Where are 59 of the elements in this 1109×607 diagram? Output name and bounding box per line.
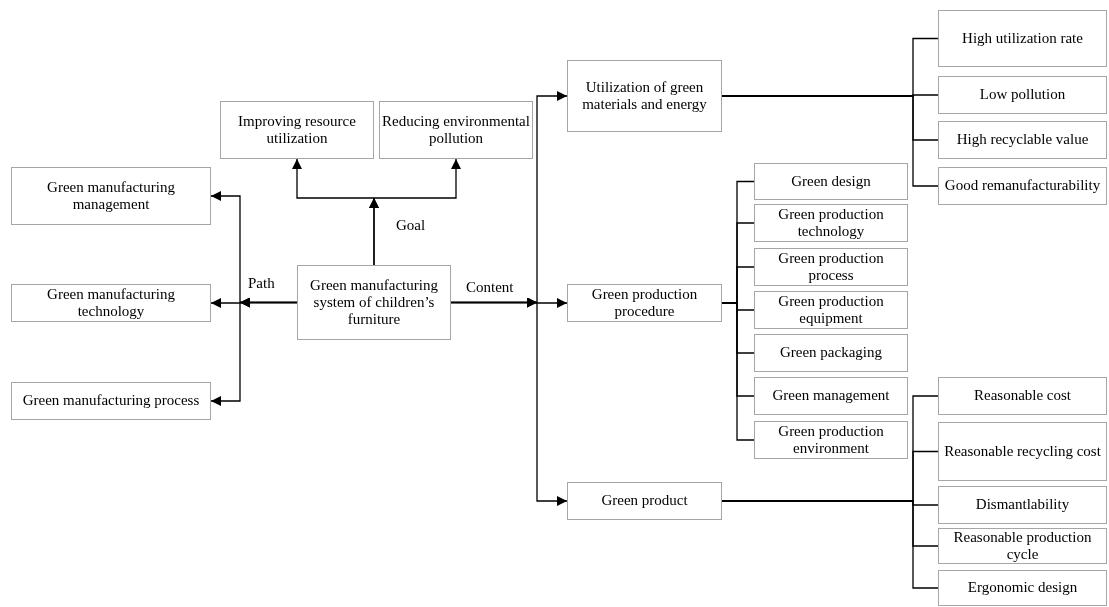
- node-text: Green packaging: [778, 344, 883, 362]
- box: [11, 167, 211, 225]
- node-text: High recyclable value: [955, 131, 1090, 149]
- box: [754, 421, 908, 459]
- connector-line: [721, 95, 939, 187]
- edge-label: Path: [248, 275, 275, 291]
- node-text: Reasonable production cycle: [952, 528, 1093, 564]
- box: [938, 528, 1107, 564]
- node-text: Green manufacturing technology: [46, 285, 176, 321]
- node-text: High utilization rate: [961, 29, 1084, 48]
- box: [754, 204, 908, 242]
- box: [567, 284, 722, 322]
- node-text: Green manufacturing system of children’s furniture: [309, 276, 439, 329]
- box: [938, 121, 1107, 159]
- node-text: Reducing environmental pollution: [381, 112, 531, 148]
- node-text: Dismantlability: [974, 496, 1071, 514]
- box: [567, 60, 722, 132]
- node-text: Green production equipment: [777, 292, 885, 328]
- box: [754, 291, 908, 329]
- node-text: Reasonable recycling cost: [943, 442, 1102, 461]
- connector-line: [721, 500, 939, 589]
- box: [379, 101, 533, 159]
- box: [938, 76, 1107, 114]
- edge-label: Goal: [396, 218, 426, 233]
- edge-label: Content: [466, 279, 514, 295]
- arrow: [210, 297, 298, 406]
- arrow: [369, 158, 461, 266]
- box: [938, 422, 1107, 481]
- node-text: Green manufacturing management: [46, 178, 176, 214]
- node-text: Green manufacturing process: [21, 392, 201, 410]
- node-text: Green production process: [777, 249, 885, 285]
- box: [297, 265, 451, 340]
- box: [754, 377, 908, 415]
- arrow: [450, 297, 568, 506]
- box: [220, 101, 374, 159]
- box: [11, 284, 211, 322]
- node-text: Green production technology: [777, 205, 885, 241]
- box: [938, 570, 1107, 606]
- box: [938, 377, 1107, 415]
- node-text: Green product: [600, 492, 689, 510]
- box: [938, 10, 1107, 67]
- node-text: Low pollution: [978, 86, 1067, 104]
- node-text: Ergonomic design: [966, 579, 1079, 597]
- node-text: Utilization of green materials and energy: [581, 78, 708, 114]
- node-text: Good remanufacturability: [943, 177, 1102, 195]
- box: [11, 382, 211, 420]
- box: [754, 163, 908, 200]
- node-text: Green management: [771, 387, 891, 405]
- box: [754, 334, 908, 372]
- box: [938, 167, 1107, 205]
- node-text: Green design: [790, 172, 872, 191]
- node-text: Green production environment: [777, 422, 885, 458]
- node-text: Reasonable cost: [972, 387, 1073, 405]
- node-text: Green production procedure: [590, 285, 699, 321]
- box: [938, 486, 1107, 524]
- box: [754, 248, 908, 286]
- connector-line: [721, 302, 755, 441]
- node-text: Improving resource utilization: [237, 112, 357, 148]
- box: [567, 482, 722, 520]
